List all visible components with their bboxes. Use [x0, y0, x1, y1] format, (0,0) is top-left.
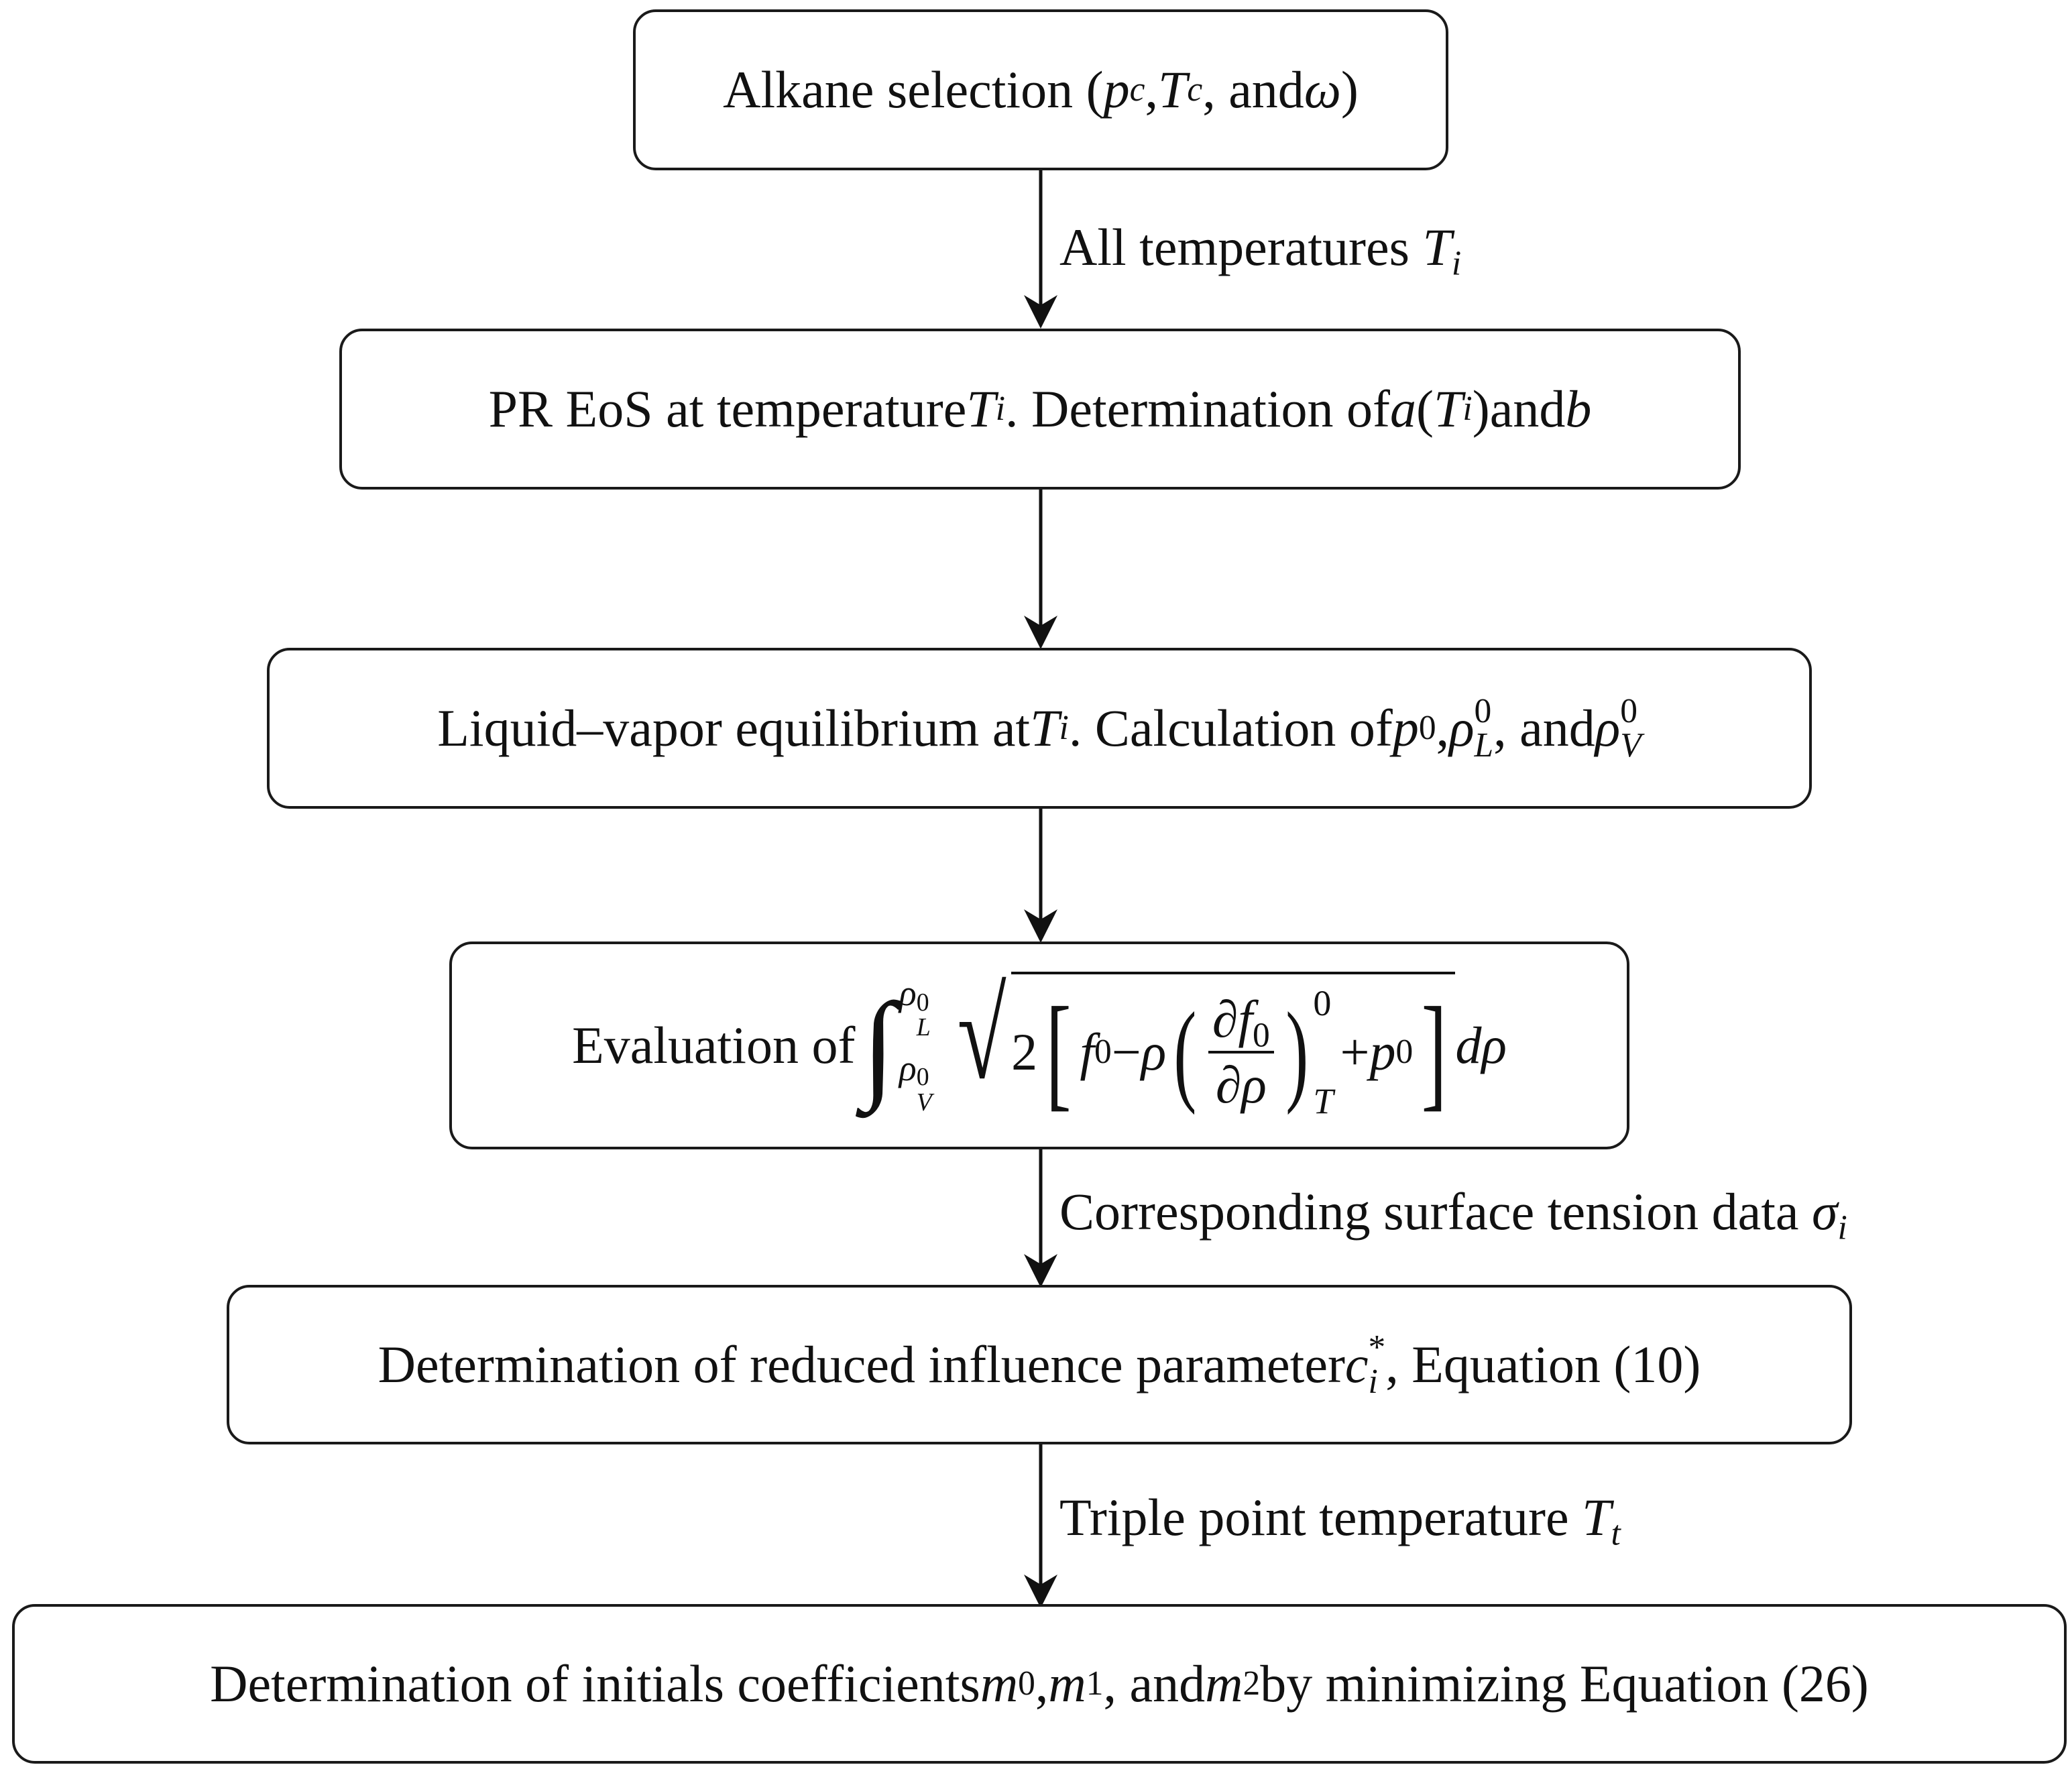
math-symbol: σ [1812, 1182, 1838, 1241]
denominator: ∂ρ [1215, 1056, 1267, 1114]
math-subscript: T [1313, 1081, 1334, 1121]
step-text: , and [1493, 699, 1595, 757]
right-bracket: ] [1421, 982, 1447, 1123]
step-text: Liquid–vapor equilibrium at [437, 699, 1031, 757]
lower-limit: ρ [899, 1047, 917, 1088]
math-symbol: m [980, 1654, 1019, 1713]
math-symbol: p [1369, 1023, 1396, 1081]
math-symbol: m [1048, 1654, 1086, 1713]
math-subscript: L [1474, 726, 1494, 764]
differential: dρ [1455, 1016, 1507, 1074]
numerator: ∂f [1212, 990, 1253, 1048]
math-subscript: i [1451, 244, 1462, 283]
right-paren: ) [1285, 989, 1309, 1115]
math-symbol: b [1565, 380, 1592, 438]
math-operator: + [1340, 1023, 1370, 1081]
left-bracket: [ [1045, 982, 1072, 1123]
step-text: and [1489, 380, 1566, 438]
math-symbol: ρ [1449, 699, 1475, 757]
step-text: , [1145, 60, 1158, 119]
math-paren: ) [1472, 380, 1490, 438]
math-symbol: T [1030, 699, 1059, 757]
step-text: Alkane selection ( [723, 60, 1104, 119]
partial-derivative: ∂f0 ∂ρ [1208, 993, 1274, 1111]
step-text: . Calculation of [1068, 699, 1393, 757]
math-symbol: ω [1304, 60, 1341, 119]
step-text: by minimizing Equation (26) [1260, 1654, 1869, 1713]
math-subscript: t [1611, 1514, 1621, 1553]
math-superscript: 0 [1474, 691, 1492, 730]
math-superscript: 0 [1620, 691, 1637, 730]
math-symbol: c [1344, 1335, 1369, 1393]
edge-label-surface-tension: Corresponding surface tension data σi [1059, 1186, 1847, 1245]
math-symbol: T [1434, 380, 1463, 438]
step-text: , and [1103, 1654, 1206, 1713]
math-superscript: * [1368, 1328, 1386, 1367]
integral-sign: ∫ [862, 978, 895, 1112]
math-number: 2 [1011, 1023, 1038, 1081]
edge-label-all-temperatures: All temperatures Ti [1059, 218, 1461, 281]
step-influence-parameter: Determination of reduced influence param… [227, 1285, 1852, 1444]
math-symbol: m [1205, 1654, 1243, 1713]
math-symbol: T [1157, 60, 1188, 119]
step-text: Determination of initials coefficients [210, 1654, 980, 1713]
math-superscript: 0 [916, 1063, 929, 1092]
step-text: , Equation (10) [1385, 1335, 1701, 1393]
math-subscript: i [1837, 1208, 1847, 1247]
step-text: . Determination of [1005, 380, 1391, 438]
upper-limit: ρ [899, 973, 917, 1013]
math-symbol: ρ [1141, 1023, 1167, 1081]
math-superscript: 0 [1313, 983, 1332, 1023]
math-subscript: V [916, 1088, 932, 1117]
edge-text: Corresponding surface tension data [1059, 1182, 1812, 1241]
edge-text: Triple point temperature [1059, 1488, 1582, 1546]
math-symbol: p [1392, 699, 1419, 757]
edge-label-triple-point: Triple point temperature Tt [1059, 1488, 1621, 1551]
math-subscript: L [916, 1013, 931, 1042]
edge-text: All temperatures [1059, 218, 1423, 276]
math-subscript: i [1368, 1363, 1378, 1401]
left-paren: ( [1173, 989, 1197, 1115]
math-symbol: ρ [1595, 699, 1621, 757]
math-operator: − [1111, 1023, 1141, 1081]
math-paren: ( [1416, 380, 1434, 438]
step-text: PR EoS at temperature [488, 380, 967, 438]
math-symbol: T [1582, 1488, 1611, 1546]
math-symbol: T [966, 380, 996, 438]
step-text: , [1436, 699, 1450, 757]
step-text: ) [1340, 60, 1359, 119]
step-initial-coefficients: Determination of initials coefficients m… [12, 1604, 2067, 1764]
math-symbol: f [1080, 1023, 1095, 1081]
step-text: , and [1202, 60, 1304, 119]
step-text: Evaluation of [572, 1016, 856, 1074]
math-subscript: V [1620, 726, 1642, 764]
math-superscript: 0 [916, 988, 929, 1017]
radical-sign: √ [957, 965, 1006, 1106]
derivative-scripts: 0 T [1313, 985, 1333, 1119]
math-symbol: a [1390, 380, 1417, 438]
math-symbol: T [1422, 218, 1452, 276]
math-symbol: p [1103, 60, 1130, 119]
math-subscript: 0 [1253, 1016, 1270, 1055]
step-text: , [1035, 1654, 1049, 1713]
step-text: Determination of reduced influence param… [378, 1335, 1345, 1393]
